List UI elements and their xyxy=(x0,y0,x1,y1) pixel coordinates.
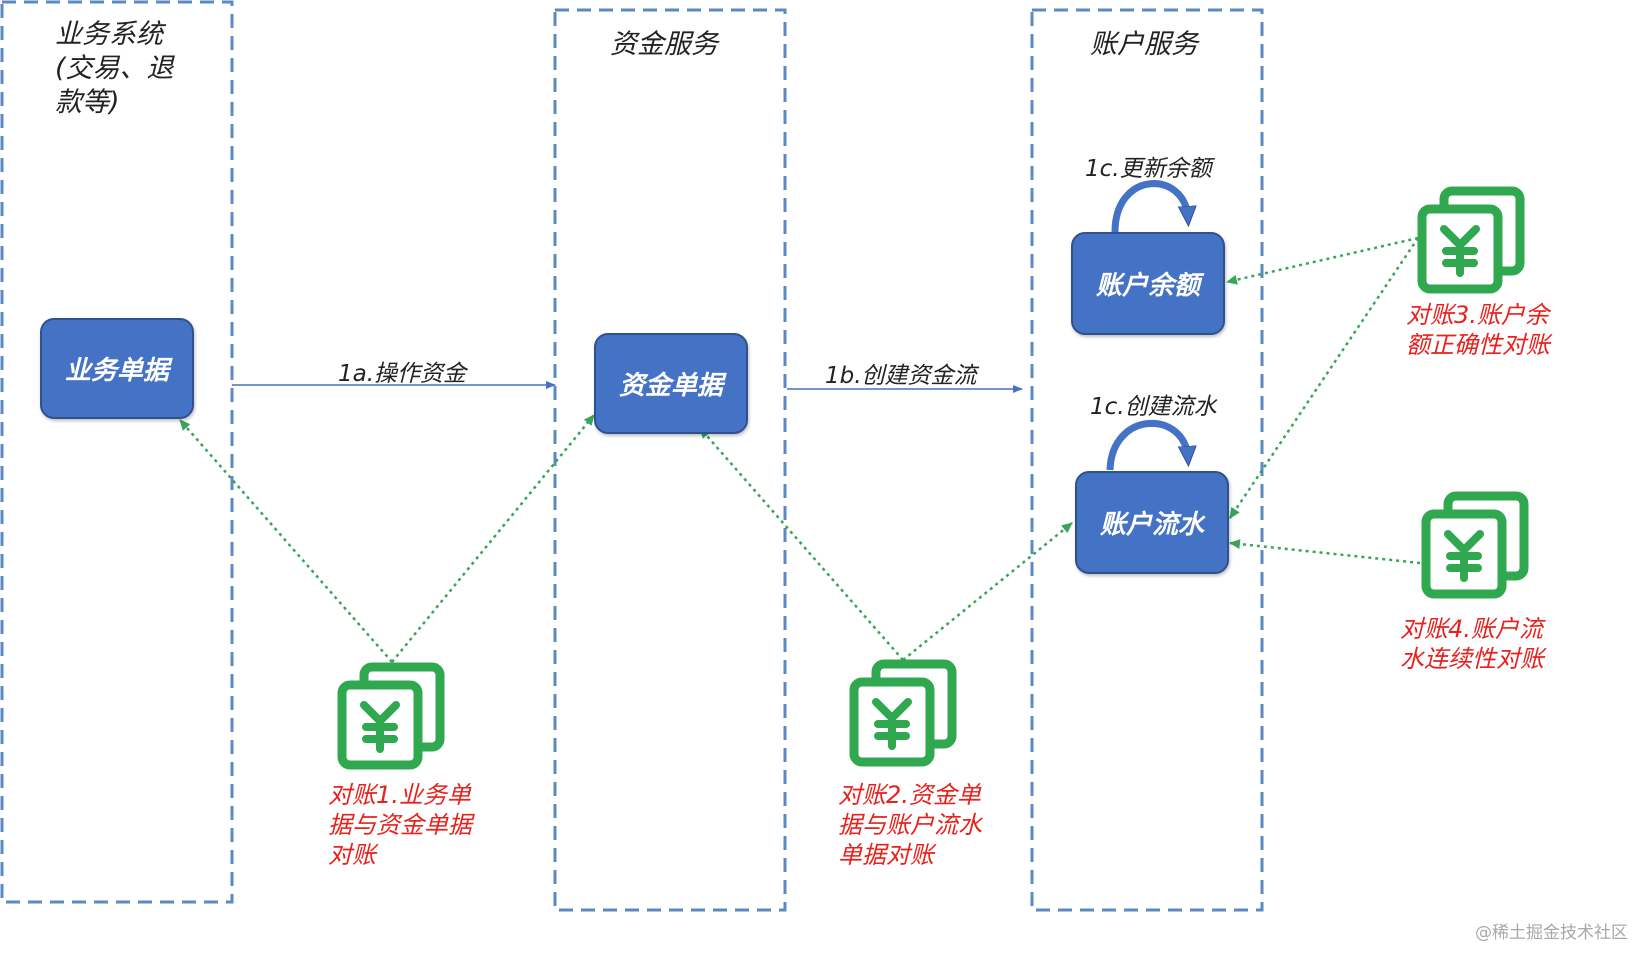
dotted-arrow-recon2-fund xyxy=(699,427,904,661)
dotted-arrow-recon1-fund xyxy=(391,414,595,663)
lane-title-account-service: 账户服务 xyxy=(1090,29,1198,60)
dotted-arrow-recon3-balance xyxy=(1226,236,1419,285)
recon-1-text: 对账1.业务单 据与资金单据 对账 xyxy=(328,781,472,869)
box-fund-doc: 资金单据 xyxy=(594,333,748,434)
dotted-arrow-recon3-flow xyxy=(1228,237,1420,519)
yuan-document-icon xyxy=(337,662,445,770)
yuan-document-icon xyxy=(849,659,957,767)
lane-title-business-system: 业务系统 (交易、退 款等) xyxy=(55,19,174,118)
label-step-1b: 1b.创建资金流 xyxy=(825,363,977,389)
box-business-doc: 业务单据 xyxy=(40,318,194,419)
recon-3-text: 对账3.账户余 额正确性对账 xyxy=(1406,301,1550,359)
label-step-1a: 1a.操作资金 xyxy=(338,361,467,387)
lane-title-fund-service: 资金服务 xyxy=(610,29,718,60)
dotted-arrow-recon1-business xyxy=(179,419,393,663)
watermark: @稀土掘金技术社区 xyxy=(1475,923,1628,943)
curve-arrow-create-flow xyxy=(1106,420,1188,471)
dotted-arrow-recon4-flow xyxy=(1229,539,1421,565)
lane-business-system xyxy=(0,0,234,904)
recon-4-text: 对账4.账户流 水连续性对账 xyxy=(1400,615,1544,673)
lane-account-service xyxy=(1030,8,1264,912)
label-step-1c-flow: 1c.创建流水 xyxy=(1090,394,1217,420)
label-step-1c-balance: 1c.更新余额 xyxy=(1085,156,1212,182)
recon-2-text: 对账2.资金单 据与账户流水 单据对账 xyxy=(838,781,982,869)
yuan-document-icon xyxy=(1421,491,1529,599)
box-account-flow: 账户流水 xyxy=(1075,471,1229,574)
box-account-balance: 账户余额 xyxy=(1071,232,1225,335)
yuan-document-icon xyxy=(1417,186,1525,294)
lane-fund-service xyxy=(553,8,787,912)
curve-arrow-update-balance xyxy=(1111,180,1188,233)
dotted-arrow-recon2-flow xyxy=(902,522,1073,661)
